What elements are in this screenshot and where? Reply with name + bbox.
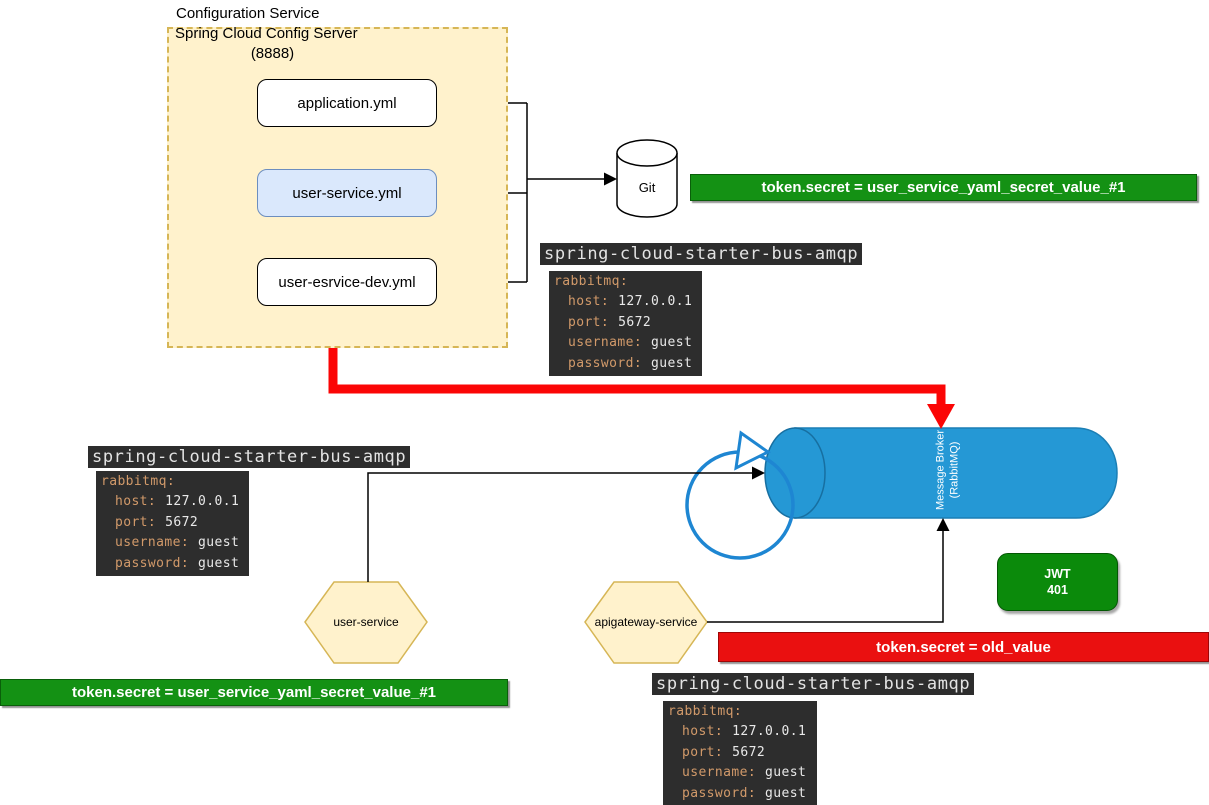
message-broker-cylinder	[764, 427, 1118, 519]
configuration-service-label: Configuration Service	[176, 5, 320, 22]
code-key: port:	[682, 744, 724, 760]
code-value: guest	[765, 785, 807, 801]
config-file-user-service-yml: user-service.yml	[257, 169, 437, 217]
user-service-label: user-service	[333, 615, 399, 629]
user-service-to-broker-connector	[367, 472, 757, 582]
broker-bottom-arrowhead-icon	[936, 518, 950, 531]
code-value: 127.0.0.1	[165, 494, 240, 510]
code-block-bottom: rabbitmq: host: 127.0.0.1 port: 5672 usern…	[663, 701, 817, 805]
jwt-label: JWT	[1044, 567, 1071, 581]
code-value: guest	[198, 535, 240, 551]
code-value: guest	[765, 765, 807, 781]
code-title-bottom: spring-cloud-starter-bus-amqp	[652, 673, 974, 695]
code-value: 127.0.0.1	[618, 294, 693, 310]
broker-left-arrowhead-icon	[752, 466, 765, 480]
code-key: password:	[115, 555, 190, 571]
jwt-401-badge: JWT 401	[997, 553, 1118, 611]
broker-label-line1: Message Broker	[934, 429, 947, 511]
user-service-hexagon	[304, 581, 428, 664]
code-key: host:	[568, 294, 610, 310]
code-key: password:	[568, 355, 643, 371]
config-server-port: (8888)	[250, 45, 295, 62]
banner-apigateway-old-secret: token.secret = old_value	[718, 632, 1209, 662]
code-value: 127.0.0.1	[732, 724, 807, 740]
code-value: guest	[651, 355, 693, 371]
git-label: Git	[638, 180, 656, 195]
code-block-left: rabbitmq: host: 127.0.0.1 port: 5672 usern…	[96, 471, 249, 577]
red-propagation-arrow	[328, 347, 955, 429]
apigateway-service-label: apigateway-service	[594, 615, 698, 629]
code-key: host:	[115, 494, 157, 510]
config-server-title: Spring Cloud Config Server	[175, 25, 358, 42]
apigateway-to-broker-connector	[707, 527, 944, 623]
banner-user-service-secret: token.secret = user_service_yaml_secret_…	[0, 679, 508, 706]
code-block-top: rabbitmq: host: 127.0.0.1 port: 5672 usern…	[549, 271, 702, 377]
refresh-loop-arrowhead-icon	[734, 430, 771, 471]
git-arrowhead-icon	[604, 172, 617, 186]
code-key: rabbitmq:	[668, 704, 743, 719]
banner-git-secret: token.secret = user_service_yaml_secret_…	[690, 174, 1197, 201]
code-key: host:	[682, 724, 724, 740]
code-title-left: spring-cloud-starter-bus-amqp	[88, 446, 410, 468]
code-key: port:	[568, 314, 610, 330]
code-value: 5672	[165, 514, 199, 530]
code-key: rabbitmq:	[101, 474, 176, 489]
code-key: rabbitmq:	[554, 274, 629, 289]
config-file-user-esrvice-dev-yml: user-esrvice-dev.yml	[257, 258, 437, 306]
code-key: username:	[115, 535, 190, 551]
code-value: 5672	[732, 744, 766, 760]
code-value: guest	[651, 335, 693, 351]
code-key: username:	[682, 765, 757, 781]
message-broker-label: Message Broker (RabbitMQ)	[935, 410, 963, 531]
code-key: port:	[115, 514, 157, 530]
code-value: 5672	[618, 314, 652, 330]
code-key: username:	[568, 335, 643, 351]
code-title-top: spring-cloud-starter-bus-amqp	[540, 243, 862, 265]
code-key: password:	[682, 785, 757, 801]
code-value: guest	[198, 555, 240, 571]
git-database-icon	[616, 139, 678, 218]
jwt-status-code: 401	[1047, 583, 1068, 597]
config-file-application-yml: application.yml	[257, 79, 437, 127]
broker-label-line2: (RabbitMQ)	[948, 441, 960, 499]
